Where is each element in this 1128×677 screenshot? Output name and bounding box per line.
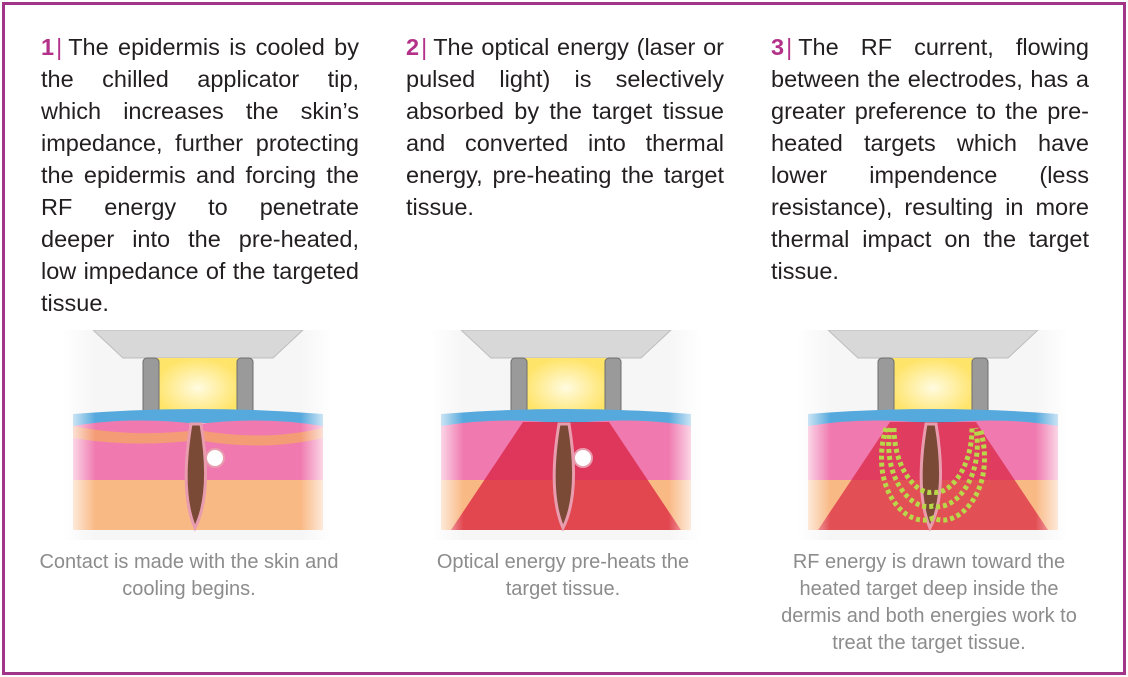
step-1-description: The epidermis is cooled by the chilled a… bbox=[41, 34, 359, 316]
caption-rf: RF energy is drawn toward the heated tar… bbox=[781, 551, 1077, 654]
step-2-divider: | bbox=[421, 34, 428, 60]
caption-contact: Contact is made with the skin and coolin… bbox=[39, 551, 339, 600]
skin-illustration-optical bbox=[431, 330, 701, 540]
skin-illustration-contact bbox=[63, 330, 333, 540]
step-1-number: 1 bbox=[41, 34, 55, 60]
skin-illustration-rf bbox=[798, 330, 1068, 540]
step-2-description: The optical energy (laser or pulsed ligh… bbox=[406, 34, 724, 220]
caption-optical: Optical energy pre-heats the target tiss… bbox=[436, 551, 690, 600]
step-1-divider: | bbox=[56, 34, 63, 60]
step-1-text: 1|The epidermis is cooled by the chilled… bbox=[41, 31, 359, 319]
step-3-number: 3 bbox=[771, 34, 785, 60]
step-3-divider: | bbox=[786, 34, 793, 60]
step-2-number: 2 bbox=[406, 34, 420, 60]
step-2-text: 2|The optical energy (laser or pulsed li… bbox=[406, 31, 724, 223]
step-3-text: 3|The RF current, flowing between the el… bbox=[771, 31, 1089, 287]
step-3-description: The RF current, flowing between the elec… bbox=[771, 34, 1089, 284]
